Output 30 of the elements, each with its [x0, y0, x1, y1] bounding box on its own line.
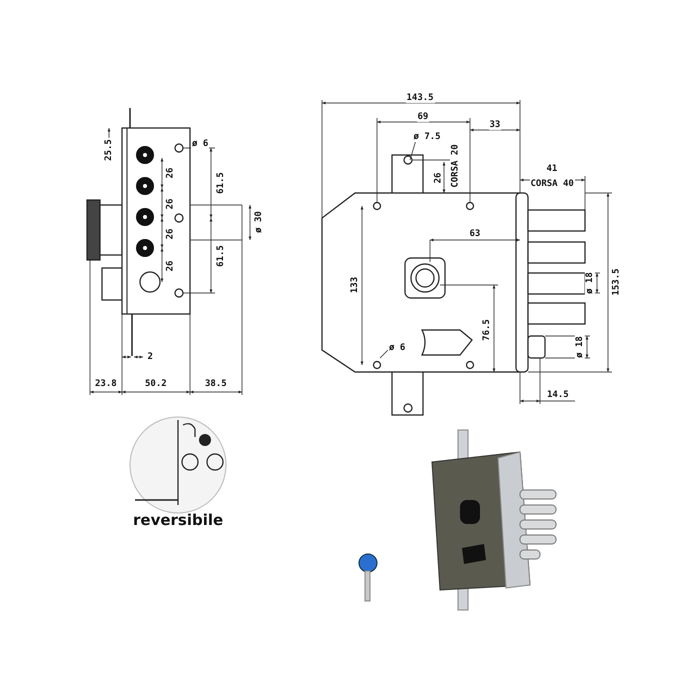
dimension-label: 38.5: [204, 379, 228, 389]
dimension-label: ø 6: [388, 343, 406, 353]
dimension-label: 61.5: [216, 171, 226, 195]
dimension-label: 26: [164, 260, 175, 272]
dimension-label: 25.5: [104, 138, 114, 162]
dimension-label: 26: [432, 172, 443, 184]
dimension-label: ø 7.5: [412, 132, 442, 142]
dimension-label: CORSA 40: [530, 179, 575, 189]
dimension-label: 133: [350, 276, 360, 294]
dimension-label: ø 18: [574, 335, 585, 359]
dimension-label: CORSA 20: [450, 143, 460, 189]
dimension-label: 41: [546, 164, 558, 174]
dimension-label: ø 6: [191, 139, 210, 149]
dimension-label: 26: [164, 166, 175, 180]
dimension-label: 26: [164, 228, 175, 240]
dimension-label: 23.8: [94, 379, 118, 389]
dimension-label: 2: [146, 352, 154, 362]
dimension-label: 76.5: [482, 318, 492, 342]
dimension-label: 69: [416, 112, 430, 122]
dimension-label: 14.5: [546, 390, 570, 400]
dimension-label: 153.5: [611, 267, 622, 297]
dimension-label: ø 30: [254, 210, 264, 234]
dimension-label: 61.5: [216, 244, 226, 268]
caption: reversibile: [132, 512, 224, 528]
dimension-label: 143.5: [406, 93, 435, 103]
dimension-label: 63: [468, 229, 482, 239]
dimension-label: 26: [164, 198, 175, 210]
dimension-label: ø 18: [584, 271, 595, 295]
dimension-label: 50.2: [144, 379, 168, 389]
dimension-label: 33: [488, 120, 502, 130]
